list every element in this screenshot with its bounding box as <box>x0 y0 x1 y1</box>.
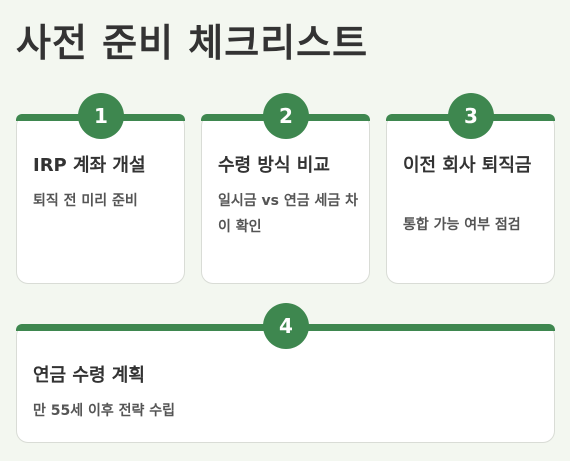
step-number-badge: 1 <box>78 93 124 139</box>
page-title: 사전 준비 체크리스트 <box>16 21 369 65</box>
step-title: IRP 계좌 개설 <box>33 155 146 176</box>
step-description: 통합 가능 여부 점검 <box>403 217 521 233</box>
step-title: 이전 회사 퇴직금 <box>403 155 532 176</box>
step-description: 만 55세 이후 전략 수립 <box>33 403 176 419</box>
step-number-badge: 3 <box>448 93 494 139</box>
step-card-1: 1 IRP 계좌 개설 퇴직 전 미리 준비 <box>16 93 185 284</box>
step-number-badge: 2 <box>263 93 309 139</box>
step-description: 일시금 vs 연금 세금 차이 확인 <box>218 193 358 235</box>
step-card-3: 3 이전 회사 퇴직금 통합 가능 여부 점검 <box>386 93 555 284</box>
step-number-badge: 4 <box>263 303 309 349</box>
step-card-2: 2 수령 방식 비교 일시금 vs 연금 세금 차이 확인 <box>201 93 370 284</box>
step-title: 연금 수령 계획 <box>33 365 145 386</box>
step-card-4: 4 연금 수령 계획 만 55세 이후 전략 수립 <box>16 303 555 443</box>
step-title: 수령 방식 비교 <box>218 155 330 176</box>
step-description: 퇴직 전 미리 준비 <box>33 193 138 209</box>
